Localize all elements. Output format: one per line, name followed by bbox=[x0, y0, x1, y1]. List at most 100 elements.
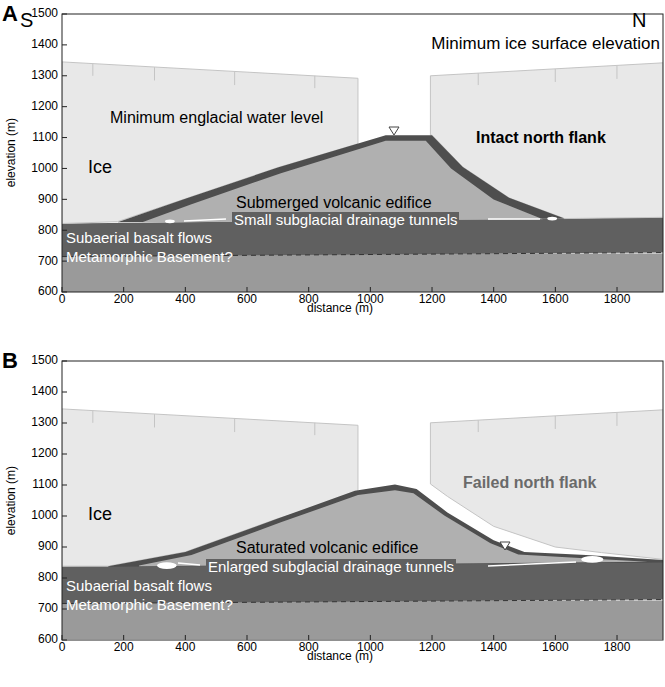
tick-label: 1600 bbox=[542, 641, 569, 654]
tick-mark bbox=[62, 635, 63, 640]
leader-line bbox=[178, 563, 200, 565]
tick-mark bbox=[62, 106, 67, 107]
annotation: Failed north flank bbox=[463, 474, 596, 492]
tick-label: 900 bbox=[38, 193, 58, 206]
unit-label: Metamorphic Basement? bbox=[66, 597, 233, 614]
tick-label: 1600 bbox=[542, 293, 569, 306]
tick-label: 900 bbox=[38, 540, 58, 553]
axis-title: distance (m) bbox=[307, 650, 373, 663]
tick-label: 1300 bbox=[31, 69, 58, 82]
unit-label: Subaerial basalt flows bbox=[66, 578, 212, 595]
tick-label: 600 bbox=[237, 293, 257, 306]
tick-label: 1300 bbox=[31, 416, 58, 429]
axis-title: elevation (m) bbox=[5, 466, 18, 535]
unit-label: Ice bbox=[88, 158, 112, 178]
tick-label: 1200 bbox=[419, 293, 446, 306]
tick-mark bbox=[493, 635, 494, 640]
annotation: Intact north flank bbox=[476, 129, 606, 147]
plot-frame bbox=[62, 361, 663, 640]
tick-label: 1400 bbox=[480, 293, 507, 306]
tick-mark bbox=[370, 635, 371, 640]
unit-label: Small subglacial drainage tunnels bbox=[232, 212, 459, 229]
tick-mark bbox=[308, 287, 309, 292]
tick-mark bbox=[62, 392, 67, 393]
annotation: Minimum ice surface elevation bbox=[431, 35, 660, 54]
leader-line bbox=[488, 562, 576, 566]
tick-mark bbox=[62, 423, 67, 424]
tick-label: 200 bbox=[114, 641, 134, 654]
tick-mark bbox=[247, 287, 248, 292]
tick-label: 0 bbox=[59, 293, 66, 306]
tick-label: 600 bbox=[38, 285, 58, 298]
tick-label: 1400 bbox=[480, 641, 507, 654]
tick-mark bbox=[308, 635, 309, 640]
axis-title: distance (m) bbox=[307, 302, 373, 315]
tick-mark bbox=[62, 75, 67, 76]
tick-mark bbox=[185, 287, 186, 292]
tick-mark bbox=[62, 454, 67, 455]
tick-mark bbox=[62, 44, 67, 45]
tick-mark bbox=[62, 137, 67, 138]
tick-mark bbox=[247, 635, 248, 640]
tick-label: 1100 bbox=[32, 478, 58, 491]
tick-label: 1200 bbox=[31, 447, 58, 460]
tick-mark bbox=[62, 485, 67, 486]
unit-label: Metamorphic Basement? bbox=[66, 249, 233, 266]
tick-label: 1400 bbox=[31, 385, 58, 398]
tick-mark bbox=[555, 287, 556, 292]
tick-label: 1100 bbox=[32, 131, 58, 144]
tick-mark bbox=[432, 287, 433, 292]
tick-mark bbox=[123, 635, 124, 640]
tick-mark bbox=[62, 287, 63, 292]
annotation: Minimum englacial water level bbox=[110, 109, 323, 127]
tick-mark bbox=[62, 640, 67, 641]
tick-mark bbox=[123, 287, 124, 292]
tick-label: 1000 bbox=[31, 509, 58, 522]
tick-label: 1800 bbox=[604, 641, 631, 654]
panel-b-section bbox=[62, 409, 663, 639]
tick-mark bbox=[62, 168, 67, 169]
tick-mark bbox=[493, 287, 494, 292]
tick-mark bbox=[62, 292, 67, 293]
tick-mark bbox=[432, 635, 433, 640]
tick-label: 1800 bbox=[604, 293, 631, 306]
tick-label: 800 bbox=[38, 571, 58, 584]
axis-title: elevation (m) bbox=[5, 118, 18, 187]
tick-mark bbox=[185, 635, 186, 640]
leader-line bbox=[488, 218, 540, 220]
tick-mark bbox=[62, 199, 67, 200]
tick-label: 600 bbox=[38, 633, 58, 646]
tick-label: 0 bbox=[59, 641, 66, 654]
panel-a-section bbox=[62, 62, 663, 292]
tick-label: 1200 bbox=[31, 100, 58, 113]
tick-label: 1000 bbox=[31, 162, 58, 175]
unit-label: Submerged volcanic edifice bbox=[236, 194, 432, 212]
tick-label: 700 bbox=[38, 255, 58, 268]
leader-line bbox=[184, 219, 226, 221]
tick-mark bbox=[617, 635, 618, 640]
axis-ticks bbox=[62, 14, 617, 640]
tick-label: 400 bbox=[175, 293, 195, 306]
tick-label: 700 bbox=[38, 602, 58, 615]
tick-mark bbox=[62, 547, 67, 548]
unit-label: Subaerial basalt flows bbox=[66, 230, 212, 247]
plot-frame bbox=[62, 14, 663, 292]
tick-mark bbox=[62, 14, 67, 15]
unit-label: Ice bbox=[88, 505, 112, 525]
panel-letter: A bbox=[2, 2, 18, 26]
water-level-marker bbox=[389, 127, 399, 135]
tick-label: 1400 bbox=[31, 38, 58, 51]
tick-mark bbox=[555, 635, 556, 640]
direction-label: N bbox=[632, 9, 646, 31]
tick-mark bbox=[617, 287, 618, 292]
tick-label: 1500 bbox=[31, 354, 58, 367]
tick-label: 1200 bbox=[419, 641, 446, 654]
tick-label: 200 bbox=[114, 293, 134, 306]
tick-mark bbox=[62, 361, 67, 362]
tick-label: 600 bbox=[237, 641, 257, 654]
tick-mark bbox=[370, 287, 371, 292]
tick-label: 800 bbox=[38, 224, 58, 237]
water-level-marker bbox=[500, 542, 510, 550]
panel-letter: B bbox=[2, 349, 18, 373]
